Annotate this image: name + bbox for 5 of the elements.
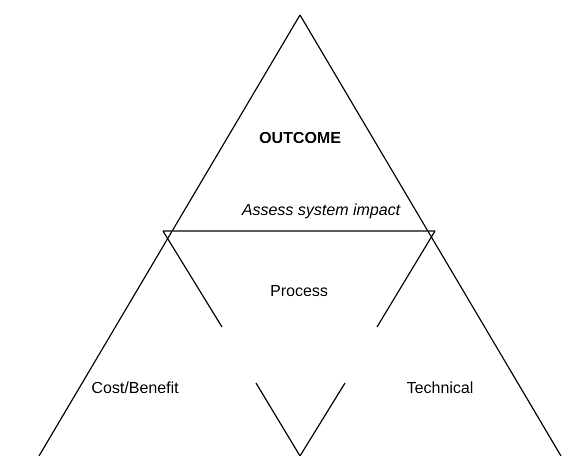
section-label: Technical xyxy=(406,380,474,398)
section-caption: Assess system impact xyxy=(240,202,402,220)
section-label: Process xyxy=(269,283,329,301)
section-label: Cost/Benefit xyxy=(90,380,180,398)
section-heading: OUTCOME xyxy=(258,130,342,148)
